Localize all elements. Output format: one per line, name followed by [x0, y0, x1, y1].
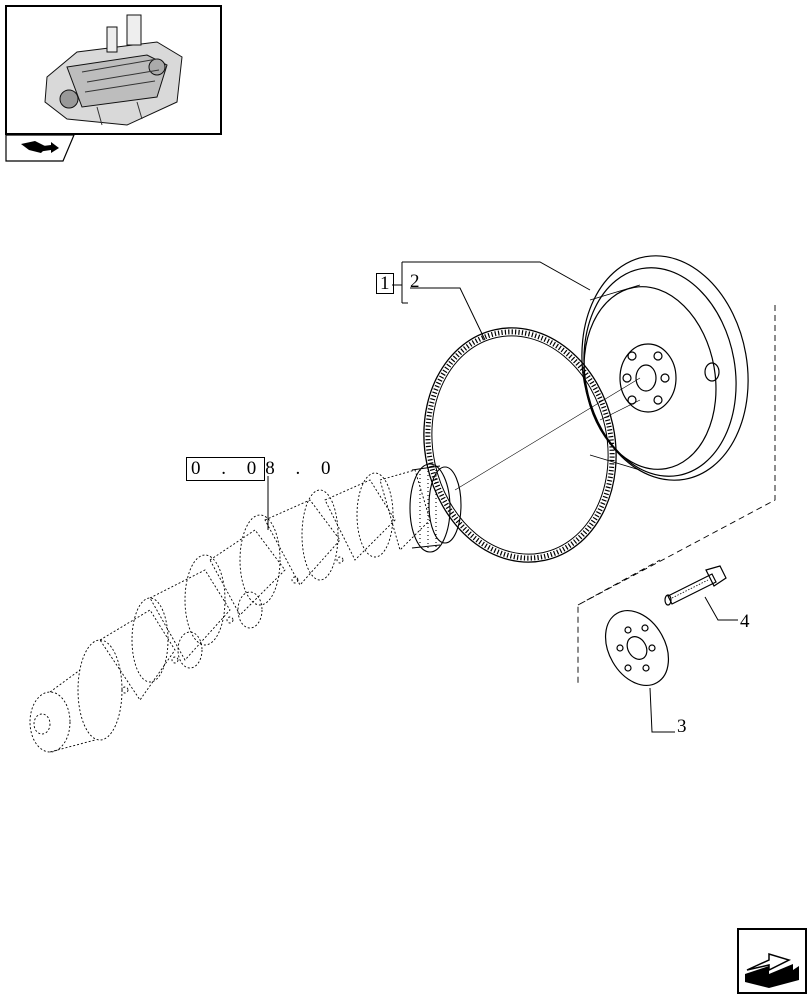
book-tab[interactable]: [5, 134, 75, 162]
ring-gear: [423, 327, 617, 563]
reference-rest: 8 . 0: [265, 458, 339, 479]
leader-lines: [267, 261, 738, 733]
callout-bolt[interactable]: 4: [740, 611, 750, 632]
engine-thumbnail[interactable]: [5, 5, 222, 135]
flywheel: [581, 255, 749, 481]
callout-washer[interactable]: 3: [677, 716, 687, 737]
crankshaft: [29, 469, 431, 753]
crankshaft-reference[interactable]: 0 . 08 . 0: [186, 457, 339, 481]
washer-plate: [604, 610, 670, 686]
book-arrow-icon: [5, 134, 75, 162]
reference-boxed-part: 0 . 0: [186, 457, 266, 481]
callout-ring-gear[interactable]: 2: [410, 271, 420, 292]
engine-assembly-thumbnail-icon: [44, 14, 183, 126]
bolt: [664, 565, 727, 606]
crankshaft-gear: [409, 463, 462, 553]
next-page-arrow-icon: [745, 952, 799, 988]
assembly-frame: [577, 305, 776, 685]
next-page-button[interactable]: [737, 928, 807, 994]
callout-group-ref[interactable]: 1: [376, 273, 394, 294]
